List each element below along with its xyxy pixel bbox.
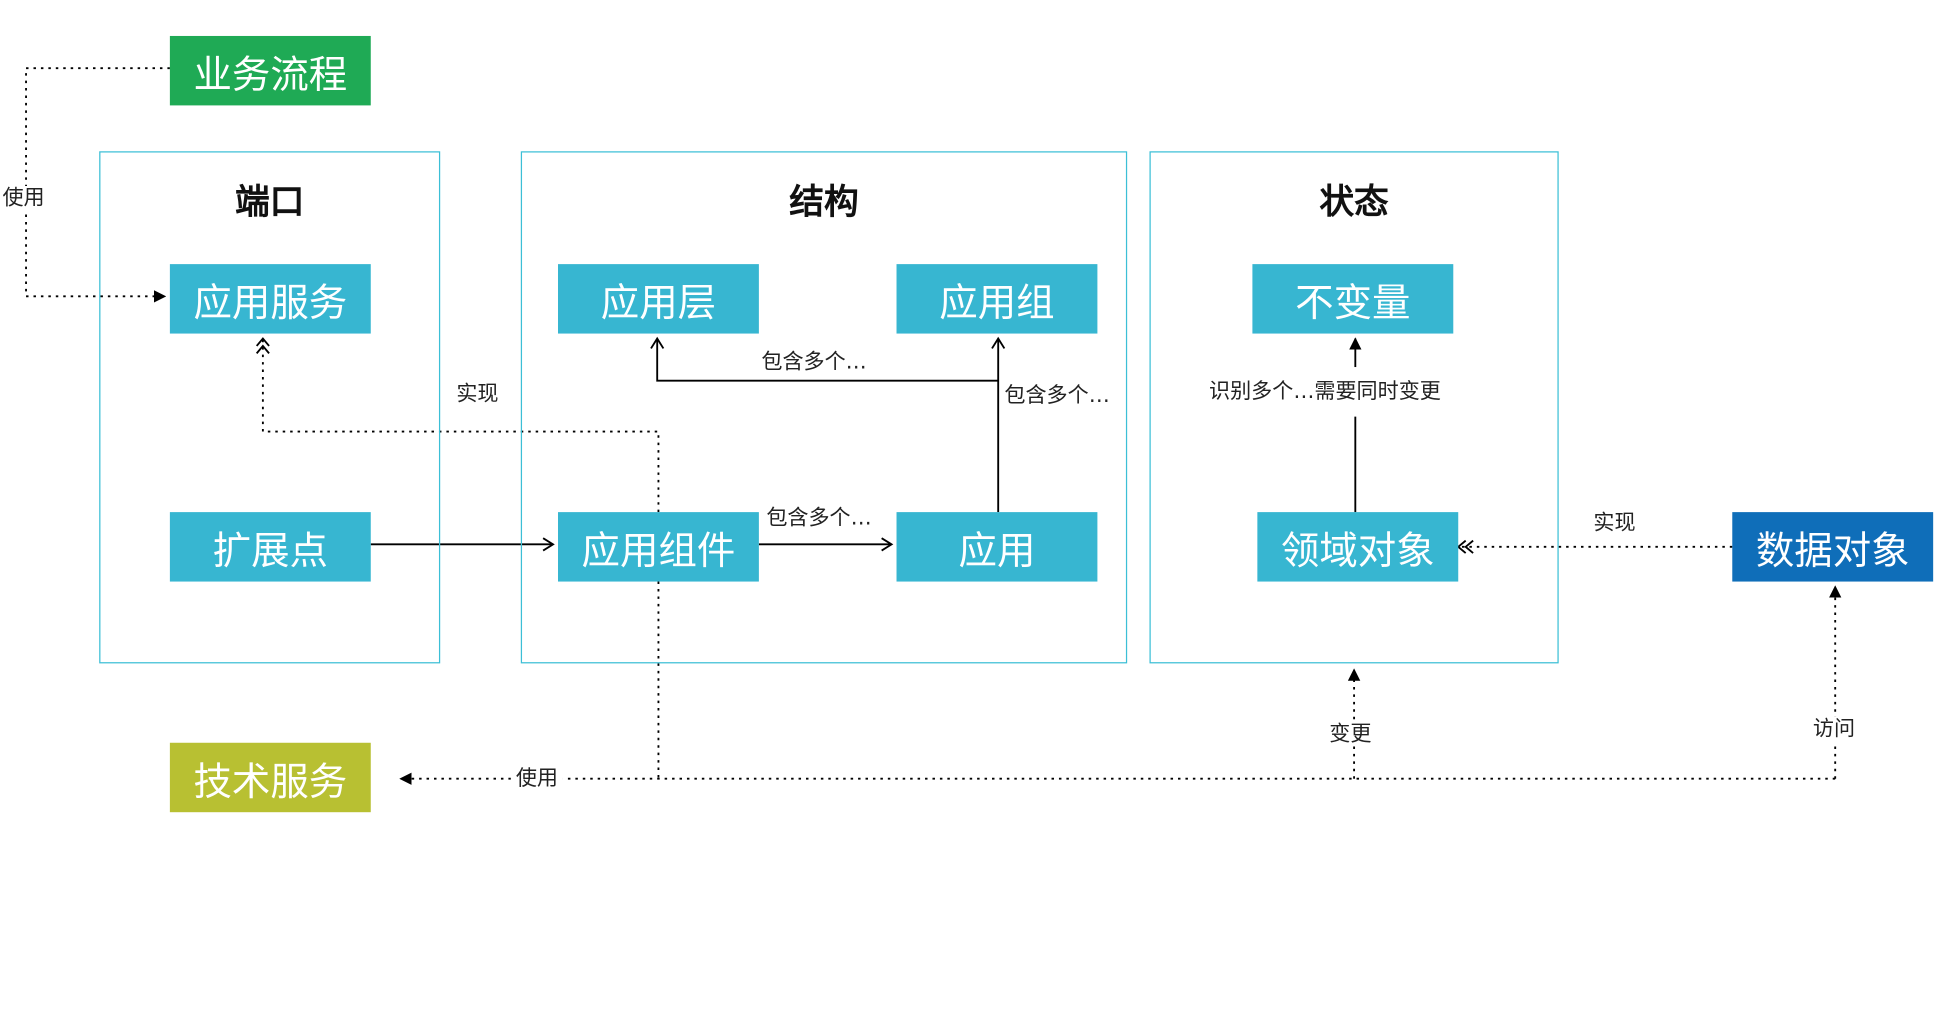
group-structure-title: 结构 bbox=[789, 181, 859, 222]
label-implements-service: 实现 bbox=[456, 381, 499, 407]
group-port-title: 端口 bbox=[234, 181, 305, 222]
node-application: 应用 bbox=[896, 512, 1098, 582]
label-contains-layer: 包含多个… bbox=[761, 349, 867, 375]
label-implements-domain: 实现 bbox=[1593, 510, 1636, 536]
label-change: 变更 bbox=[1329, 721, 1372, 747]
node-immutable: 不变量 bbox=[1252, 264, 1454, 334]
group-structure: 结构 bbox=[520, 151, 1128, 664]
node-tech-service: 技术服务 bbox=[169, 742, 371, 813]
node-app-component: 应用组件 bbox=[558, 512, 759, 582]
group-state: 状态 bbox=[1149, 151, 1559, 664]
edge-group-to-layer bbox=[650, 336, 999, 382]
label-contains-app: 包含多个… bbox=[766, 505, 872, 531]
group-port: 端口 bbox=[99, 151, 441, 664]
node-app-group: 应用组 bbox=[896, 264, 1098, 334]
label-identify: 识别多个…需要同时变更 bbox=[1209, 379, 1441, 405]
label-use-top: 使用 bbox=[2, 186, 45, 211]
node-business-process: 业务流程 bbox=[169, 35, 371, 106]
label-access: 访问 bbox=[1812, 716, 1856, 742]
edge-implements-service bbox=[255, 337, 660, 513]
group-state-title: 状态 bbox=[1319, 181, 1389, 222]
node-data-object: 数据对象 bbox=[1732, 512, 1934, 582]
node-domain-object: 领域对象 bbox=[1257, 512, 1459, 582]
node-extension-point: 扩展点 bbox=[169, 512, 371, 582]
node-app-layer: 应用层 bbox=[558, 264, 759, 334]
label-contains-group: 包含多个… bbox=[1004, 383, 1110, 408]
label-use-bottom: 使用 bbox=[510, 766, 563, 792]
node-app-service: 应用服务 bbox=[169, 264, 371, 334]
edge-use-business-process bbox=[25, 67, 170, 303]
